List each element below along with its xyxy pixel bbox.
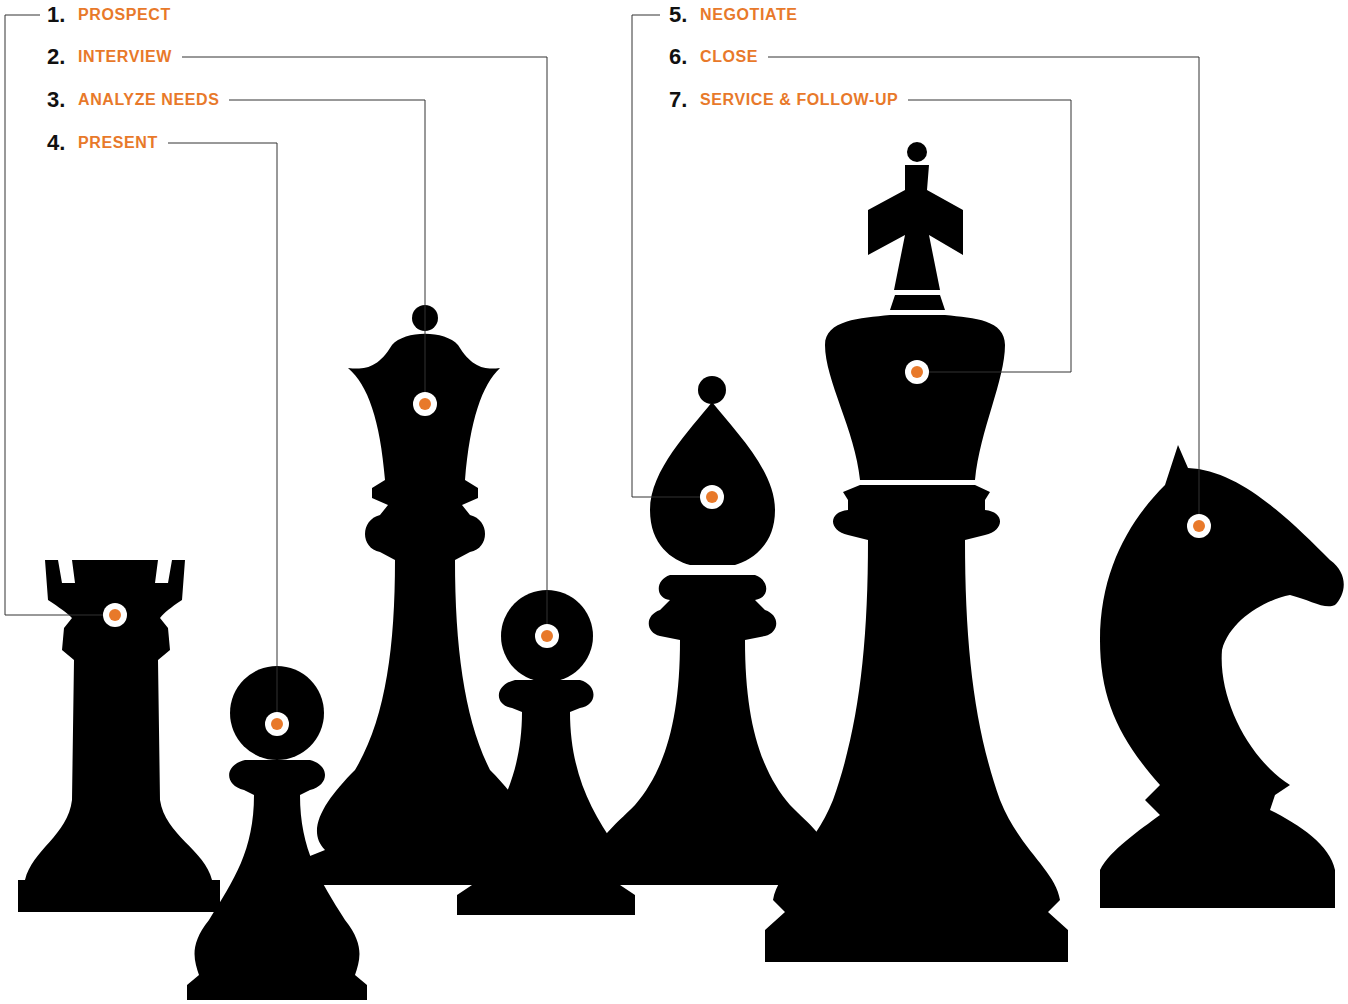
callout-number: 5. — [669, 3, 687, 27]
leader-line — [182, 57, 547, 636]
leader-line — [768, 57, 1199, 526]
knight-piece — [1100, 445, 1344, 908]
callout-number: 7. — [669, 88, 687, 112]
step-label: ANALYZE NEEDS — [78, 88, 219, 112]
step-label: NEGOTIATE — [700, 3, 798, 27]
leader-line — [168, 143, 277, 724]
callout-number: 6. — [669, 45, 687, 69]
step-label: SERVICE & FOLLOW-UP — [700, 88, 898, 112]
king-neck — [890, 295, 945, 310]
callout-dots — [103, 360, 1211, 736]
callout-number: 1. — [47, 3, 65, 27]
bishop-finial — [698, 376, 726, 404]
king-cross — [868, 165, 963, 290]
bishop-mitre — [650, 402, 775, 565]
callout-number: 2. — [47, 45, 65, 69]
step-label: CLOSE — [700, 45, 758, 69]
step-label: INTERVIEW — [78, 45, 172, 69]
callout-number: 3. — [47, 88, 65, 112]
king-crown — [825, 315, 1005, 480]
pawn-piece — [187, 760, 367, 1000]
leader-line — [632, 15, 712, 497]
leader-line — [229, 100, 425, 404]
callout-number: 4. — [47, 131, 65, 155]
step-label: PROSPECT — [78, 3, 171, 27]
leader-line — [908, 100, 1071, 372]
bishop-piece — [598, 575, 826, 885]
rook-piece — [18, 560, 220, 912]
king-piece — [765, 485, 1068, 962]
king-finial — [907, 142, 927, 162]
step-label: PRESENT — [78, 131, 158, 155]
